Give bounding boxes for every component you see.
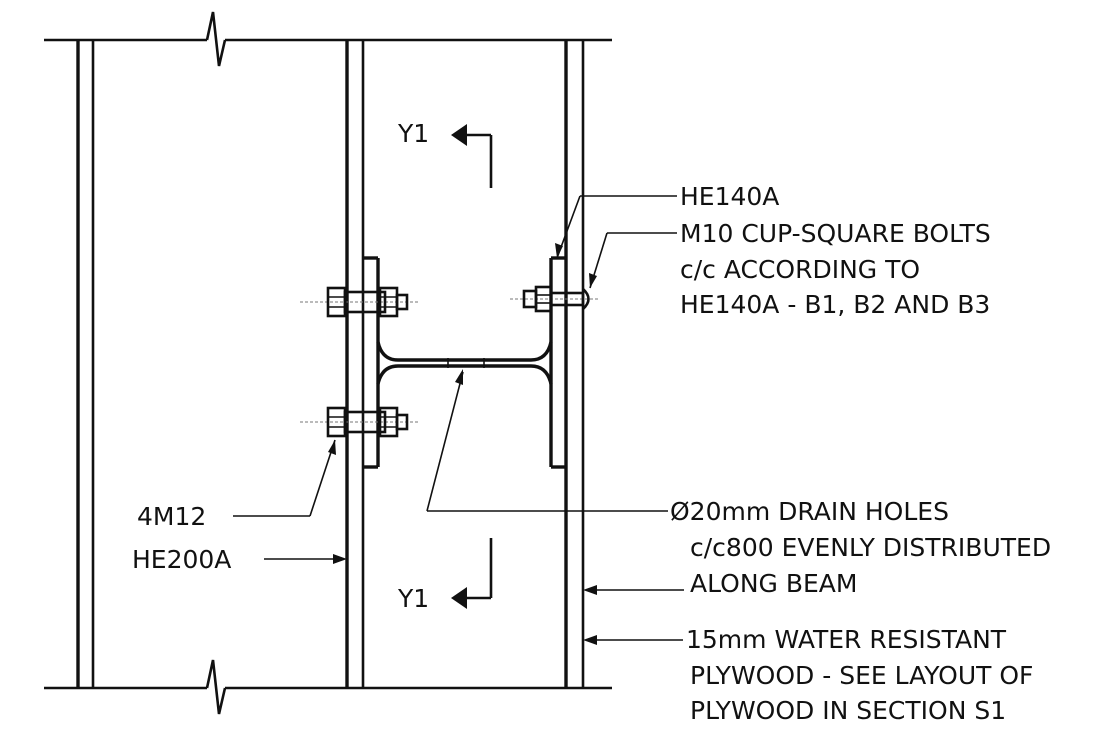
top-boundary-line	[44, 11, 612, 67]
leader-drain-holes	[426, 369, 668, 512]
section-marker-top: Y1	[397, 119, 493, 188]
m10-cup-square-bolt	[510, 285, 600, 313]
section-mark-bottom-label: Y1	[397, 584, 429, 613]
leader-arrow-icon	[455, 369, 463, 385]
leader-plywood	[583, 585, 684, 595]
label-4m12: 4M12	[137, 502, 206, 531]
he200a-column	[345, 40, 365, 688]
label-drain-line-1: Ø20mm DRAIN HOLES	[670, 497, 949, 526]
leader-arrow-icon	[328, 440, 336, 455]
section-mark-top-label: Y1	[397, 119, 429, 148]
bottom-boundary-line	[44, 659, 612, 715]
section-marker-bottom: Y1	[397, 538, 493, 613]
leader-arrow-icon	[589, 273, 597, 288]
right-column-edges	[564, 40, 585, 688]
leader-arrow-icon	[333, 554, 347, 564]
label-bolts-line-1: M10 CUP-SQUARE BOLTS	[680, 219, 991, 248]
label-he140a: HE140A	[680, 182, 779, 211]
label-plywood-line-2: PLYWOOD - SEE LAYOUT OF	[690, 661, 1033, 690]
leader-he200a	[264, 554, 347, 564]
m12-bolt-upper	[300, 286, 420, 318]
label-drain-line-2: c/c800 EVENLY DISTRIBUTED	[690, 533, 1051, 562]
leader-m10-bolts	[589, 232, 677, 289]
leader-arrow-icon	[555, 243, 563, 258]
label-he200a: HE200A	[132, 545, 231, 574]
m12-bolt-lower	[300, 406, 420, 438]
section-arrow-icon	[451, 124, 467, 146]
leader-arrow-icon	[583, 635, 597, 645]
leader-4m12	[233, 439, 336, 517]
section-arrow-icon	[451, 587, 467, 609]
label-plywood-line-1: 15mm WATER RESISTANT	[686, 625, 1007, 654]
left-column-edges	[76, 40, 95, 688]
leader-arrow-icon	[583, 585, 597, 595]
label-drain-line-3: ALONG BEAM	[690, 569, 857, 598]
label-bolts-line-3: HE140A - B1, B2 AND B3	[680, 290, 990, 319]
label-plywood-line-3: PLYWOOD IN SECTION S1	[690, 696, 1006, 725]
label-bolts-line-2: c/c ACCORDING TO	[680, 255, 920, 284]
leader-he140a	[555, 195, 677, 259]
